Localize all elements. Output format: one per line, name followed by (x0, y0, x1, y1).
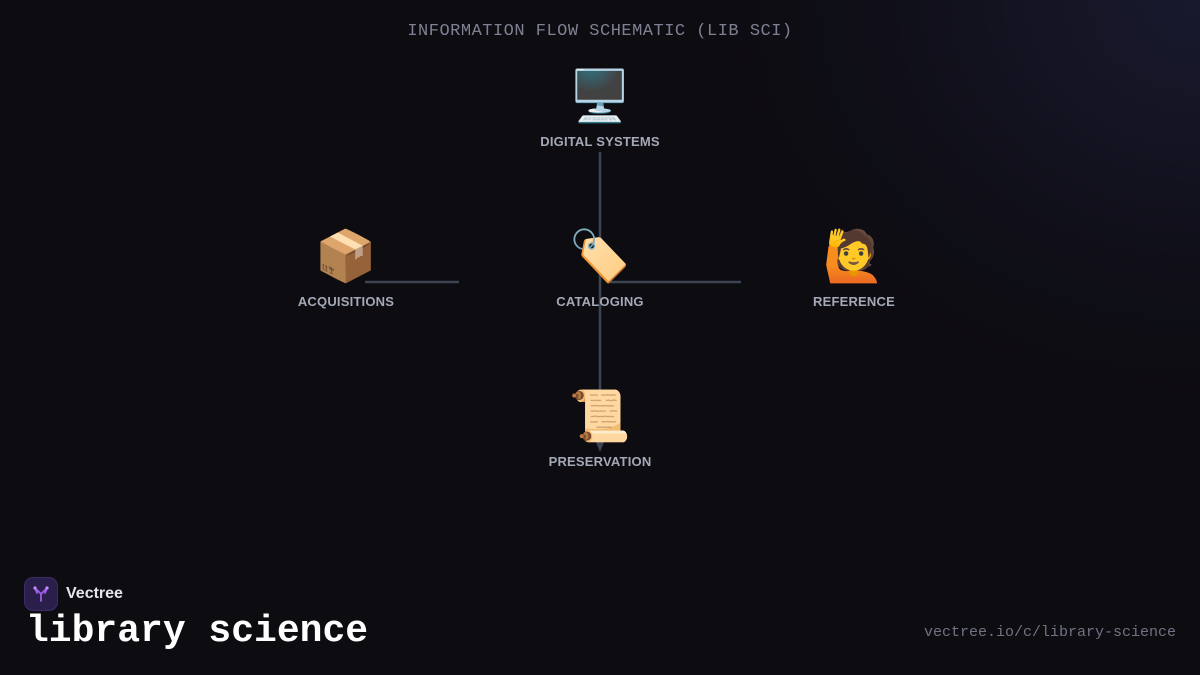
desktop-computer-icon: 🖥️ (568, 67, 632, 125)
scroll-icon: 📜 (568, 387, 632, 445)
node-label: DIGITAL SYSTEMS (540, 134, 660, 149)
connector-arrowhead (595, 440, 605, 452)
node-label: CATALOGING (556, 294, 644, 309)
node-reference[interactable]: 🙋 REFERENCE (754, 226, 954, 309)
brand: Vectree (24, 577, 123, 611)
package-icon: 📦 (314, 227, 378, 285)
vectree-logo-icon (24, 577, 58, 611)
node-cataloging[interactable]: 🏷️ CATALOGING (500, 226, 700, 309)
node-acquisitions[interactable]: 📦 ACQUISITIONS (246, 226, 446, 309)
diagram-title: INFORMATION FLOW SCHEMATIC (LIB SCI) (407, 22, 793, 41)
brand-name: Vectree (66, 585, 123, 602)
page-url[interactable]: vectree.io/c/library-science (923, 624, 1176, 641)
person-raising-hand-icon: 🙋 (822, 227, 886, 285)
node-label: REFERENCE (813, 294, 895, 309)
node-digital-systems[interactable]: 🖥️ DIGITAL SYSTEMS (500, 66, 700, 149)
node-label: PRESERVATION (548, 454, 652, 469)
node-label: ACQUISITIONS (297, 294, 395, 309)
tree-branch-icon (33, 586, 49, 602)
node-preservation[interactable]: 📜 PRESERVATION (500, 386, 700, 469)
label-tag-icon: 🏷️ (568, 227, 632, 285)
topic-title: library science (26, 610, 369, 653)
